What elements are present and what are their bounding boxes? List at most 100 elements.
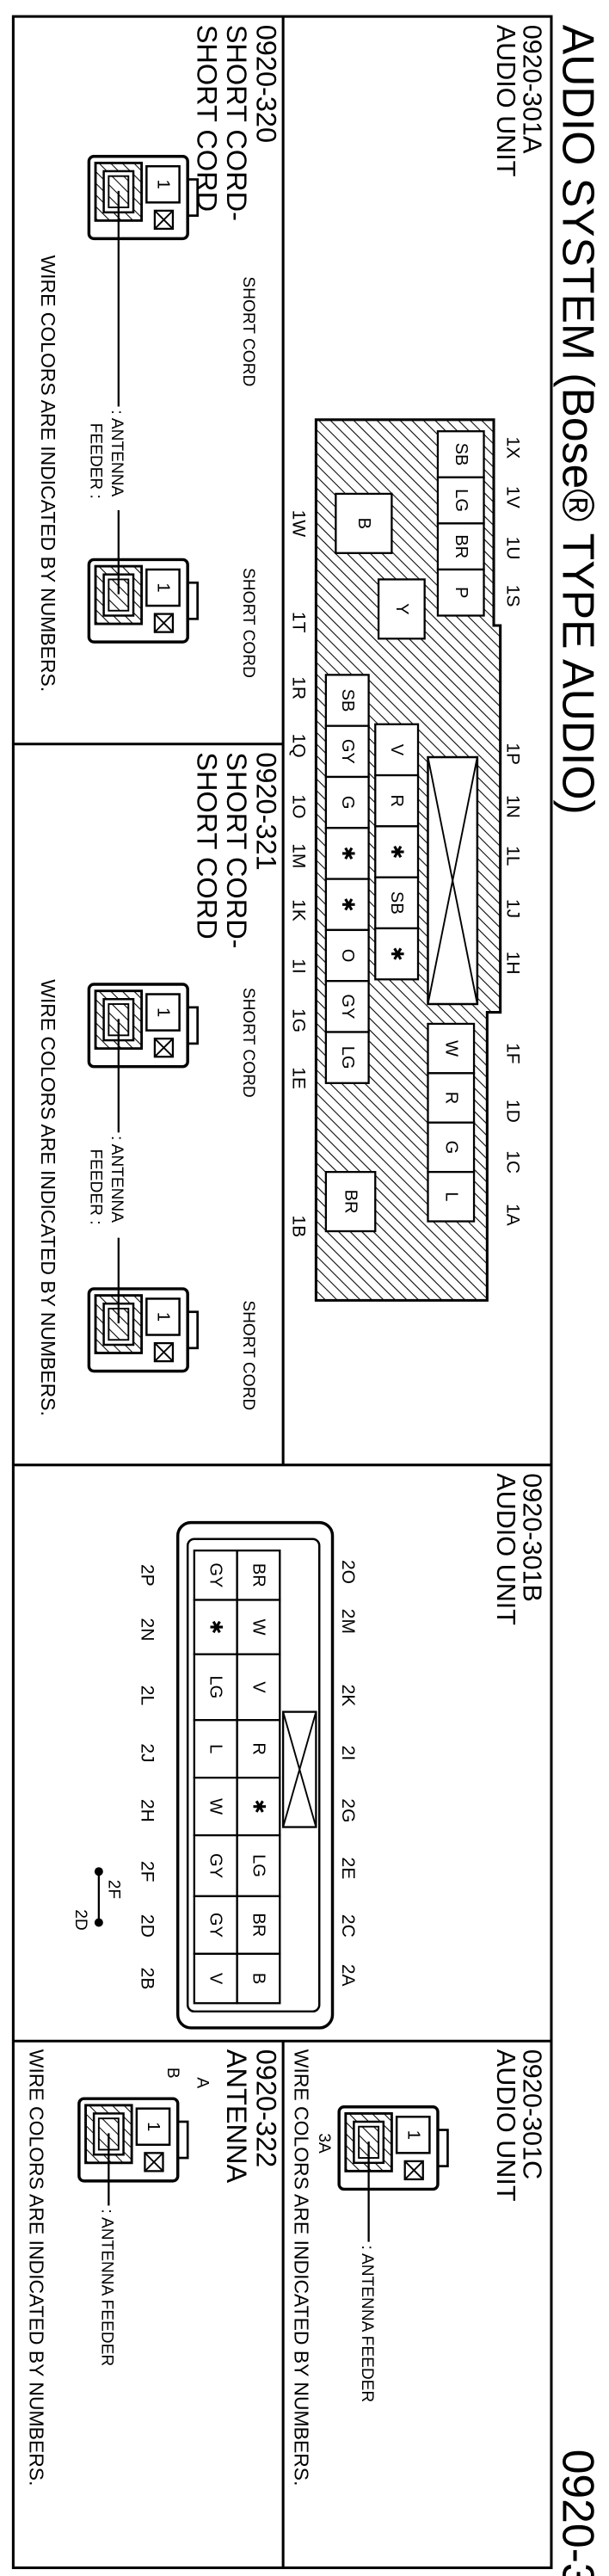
wire-color-code: V [206,1973,225,1985]
connector-cavity: W [427,1022,476,1075]
page-title: AUDIO SYSTEM (Bose® TYPE AUDIO) [553,25,603,815]
wire-color-code: G [441,1141,460,1155]
pin-label: 2N [138,1618,157,1642]
antenna-feeder-label: : ANTENNA FEEDER [358,2245,376,2402]
antenna-feeder-label: : ANTENNA FEEDER [98,2209,116,2366]
pin-label: 1O [289,794,309,818]
pin-label: 1V [502,486,522,508]
pin-label: 1G [289,1008,309,1032]
wire-color-code: L [206,1744,225,1753]
pin-label: 1Q [289,734,309,758]
connector-301a-pin-labels: 1X1V1U1S1P1N1L1J1H1F1D1C1A1W1T1R1Q1O1M1K… [289,436,523,1237]
connector-cavity: ✱ [374,825,420,878]
connector-name: ANTENNA [221,2049,252,2184]
connector-cavity: BR [236,1549,281,1601]
connector-cavity: ✱ [193,1599,238,1655]
short-cord-connector [87,155,200,241]
wire-color-note: WIRE COLORS ARE INDICATED BY NUMBERS. [37,256,59,693]
connector-name: SHORT CORD [192,752,223,939]
diagram-sheet: AUDIO SYSTEM (Bose® TYPE AUDIO) 0920-3a … [11,15,603,2576]
connector-321-section: 0920-321 SHORT CORD- SHORT CORD SHORT CO… [37,752,282,1416]
wire-color-code: W [441,1040,460,1057]
wire-color-code: LG [452,489,471,512]
antenna-feeder-label: : ANTENNA [108,410,126,496]
pin-label: A [194,2077,212,2088]
wire-color-code: BR [249,1913,268,1937]
cavity-box [374,927,420,981]
connector-cavity: W [236,1599,281,1655]
connector-322-section: 0920-322 ANTENNA A B : ANTENNA FEEDER WI… [26,2049,282,2487]
pin-label: B [163,2068,181,2079]
connector-cavity: G [427,1121,476,1174]
pin-label: 1J [502,899,522,918]
connector-cavity: B [236,1952,281,2005]
short-cord-connector [87,558,200,644]
wire-color-code: V [249,1681,268,1693]
wire-color-code: P [452,587,471,598]
wire-color-code: BR [452,534,471,558]
antenna-feeder-label: FEEDER : [86,423,104,499]
wire-color-code: ✱ [387,845,406,860]
short-cord-connector [87,1287,200,1373]
wire-color-code: W [206,1798,225,1815]
wire-color-code: ✱ [338,897,357,912]
connector-label: SHORT CORD [239,988,257,1098]
pin-label: 2E [338,1858,358,1880]
short-cord-connector [87,983,200,1069]
pin-label: 3A [315,2133,333,2154]
pin-label: 2P [138,1564,157,1587]
connector-name: AUDIO UNIT [491,25,520,177]
cavity-box [324,1170,377,1233]
pin-label: 1K [289,899,309,921]
connector-cavity: GY [193,1895,238,1955]
connector-name: SHORT CORD- [221,25,252,221]
pin-label: 1M [289,843,309,868]
wire-color-code: B [249,1973,268,1984]
connector-cavity: LG [236,1833,281,1898]
pin-label: 2G [338,1798,358,1822]
cavity-box [193,1952,238,2005]
connector-cavity: GY [324,724,370,779]
connector-cavity: BR [236,1895,281,1955]
connector-label: SHORT CORD [239,1300,257,1410]
connector-cavity: ✱ [324,878,370,932]
connector-cavity: V [193,1952,238,2005]
pin-label: 2O [338,1560,358,1584]
antenna-feeder-label: : ANTENNA [108,1136,126,1223]
connector-label: SHORT CORD [239,276,257,386]
pin-label: 1F [502,1043,522,1064]
connector-cavity: BR [324,1170,377,1233]
connector-301a-section: 0920-301A AUDIO UNIT SBLGBRPWRGLVR✱SB✱SB… [289,25,546,1302]
pin-label: 1L [502,846,522,866]
wire-color-note: WIRE COLORS ARE INDICATED BY NUMBERS. [291,2049,313,2487]
wire-color-code: GY [206,1913,225,1938]
connector-code: 0920-321 [251,752,282,870]
pin-label: 2L [138,1685,157,1705]
wire-color-code: Y [392,603,411,614]
pin-label: 2J [138,1743,157,1762]
connector-cavity: V [374,723,420,777]
wire-color-code: BR [341,1190,360,1214]
antenna-feeder-label: FEEDER : [86,1149,104,1224]
wire-color-code: ✱ [387,946,406,961]
cavity-box [436,568,485,617]
connector-name: AUDIO UNIT [491,1473,520,1625]
pin-label: 2F [138,1861,157,1883]
pin-label: 1S [502,585,522,607]
connector-cavity: ✱ [236,1776,281,1837]
wire-color-code: G [338,796,357,810]
connector-cavity: GY [324,980,370,1033]
wire-color-code: B [354,518,373,529]
connector-cavity: O [324,928,370,983]
connector-code: 0920-320 [251,25,282,143]
pin-label: 2M [338,1609,358,1634]
connector-cavity: B [335,492,393,554]
wire-color-code: W [249,1619,268,1636]
connector-code: 0920-322 [251,2049,282,2167]
pin-label: 2K [338,1685,358,1707]
wire-color-code: GY [206,1562,225,1587]
connector-cavity: BR [436,522,485,571]
connector-label: SHORT CORD [239,568,257,678]
